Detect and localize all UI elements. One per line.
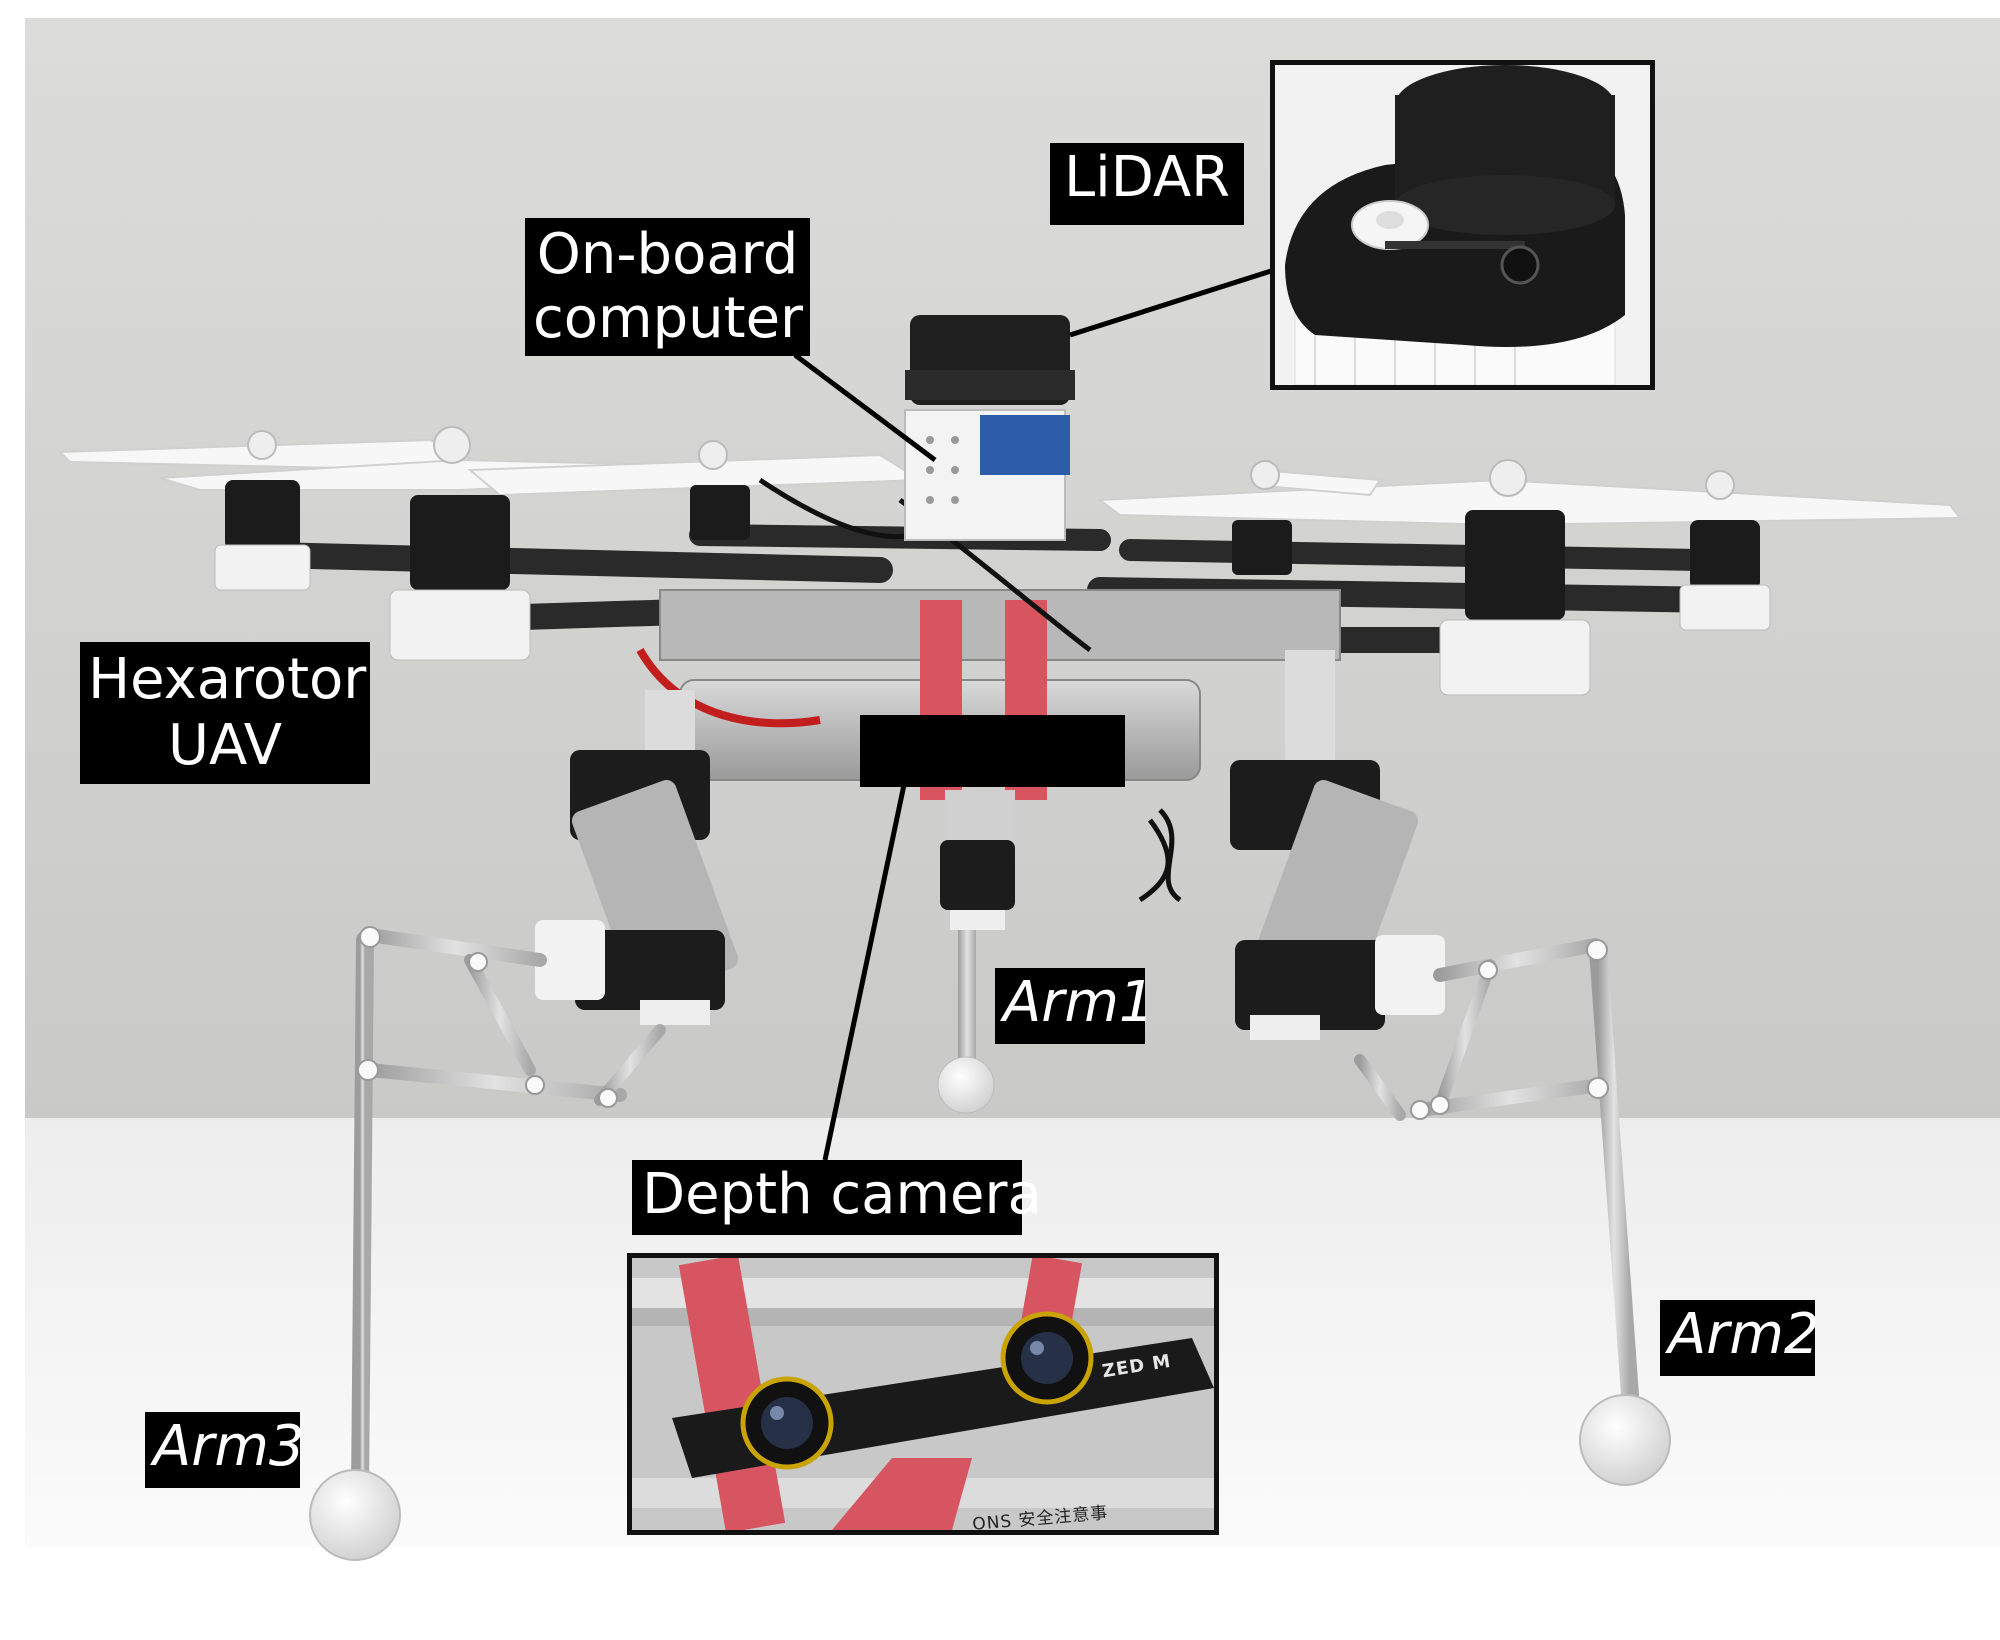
motors	[214, 480, 1771, 696]
computer-stack	[904, 315, 1075, 541]
prop-hubs	[247, 426, 1735, 500]
label-lidar: LiDAR	[1050, 143, 1244, 225]
center-arm	[937, 790, 1015, 1114]
left-linkage	[351, 928, 666, 1499]
camera-inset: ZED M ONS 安全注意事	[627, 1253, 1219, 1535]
redaction-box	[860, 715, 1125, 787]
propellers	[57, 438, 1963, 527]
label-hexarotor-uav: Hexarotor UAV	[80, 642, 370, 784]
left-manipulator	[535, 690, 739, 1025]
label-arm2: Arm2	[1660, 1300, 1820, 1376]
arm2-foot	[1579, 1394, 1671, 1486]
label-arm1: Arm1	[995, 968, 1155, 1044]
arm3-foot	[309, 1469, 401, 1561]
label-depth-camera: Depth camera	[632, 1160, 1042, 1235]
right-linkage	[1354, 938, 1639, 1404]
right-manipulator	[1230, 650, 1445, 1040]
label-arm3: Arm3	[145, 1412, 305, 1488]
label-onboard-computer: On-board computer	[525, 218, 810, 356]
leader-lines	[793, 262, 1291, 1161]
lidar-inset	[1270, 60, 1655, 390]
